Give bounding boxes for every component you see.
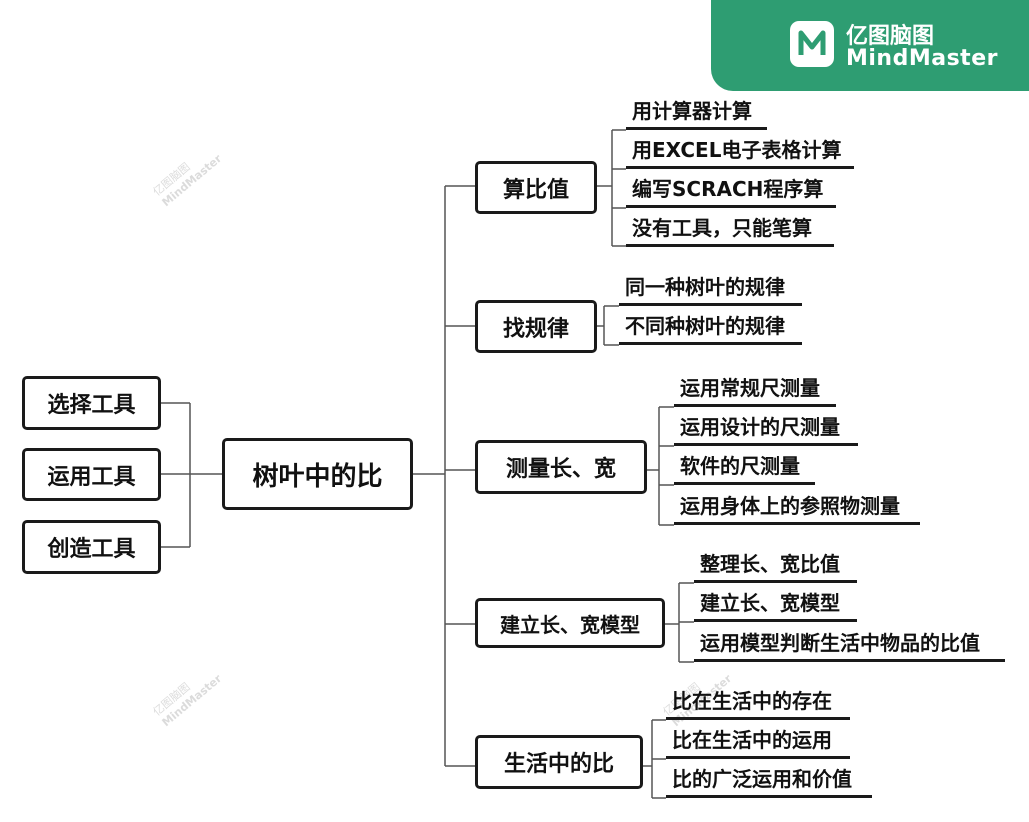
leaf-topic[interactable]: 运用设计的尺测量 — [674, 412, 858, 446]
brand-name-en: MindMaster — [846, 46, 998, 71]
brand-banner: 亿图脑图 MindMaster — [711, 0, 1029, 91]
leaf-topic[interactable]: 比在生活中的运用 — [666, 725, 850, 759]
branch-measure-length-width[interactable]: 测量长、宽 — [475, 440, 647, 494]
leaf-topic[interactable]: 不同种树叶的规律 — [619, 311, 802, 345]
leaf-topic[interactable]: 比的广泛运用和价值 — [666, 764, 872, 798]
leaf-topic[interactable]: 整理长、宽比值 — [694, 549, 857, 583]
left-topic-use-tool[interactable]: 运用工具 — [22, 448, 161, 501]
branch-calculate-ratio[interactable]: 算比值 — [475, 161, 597, 214]
leaf-topic[interactable]: 建立长、宽模型 — [694, 588, 857, 622]
leaf-topic[interactable]: 同一种树叶的规律 — [619, 272, 802, 306]
branch-find-pattern[interactable]: 找规律 — [475, 300, 597, 353]
leaf-topic[interactable]: 软件的尺测量 — [674, 451, 815, 485]
leaf-topic[interactable]: 用EXCEL电子表格计算 — [626, 135, 854, 169]
leaf-topic[interactable]: 没有工具，只能笔算 — [626, 213, 834, 247]
left-topic-create-tool[interactable]: 创造工具 — [22, 520, 161, 574]
leaf-topic[interactable]: 运用身体上的参照物测量 — [674, 491, 920, 525]
leaf-topic[interactable]: 运用模型判断生活中物品的比值 — [694, 628, 1005, 662]
mindmaster-logo-icon — [790, 21, 834, 67]
branch-build-model[interactable]: 建立长、宽模型 — [475, 598, 665, 648]
root-topic[interactable]: 树叶中的比 — [222, 438, 413, 510]
leaf-topic[interactable]: 用计算器计算 — [626, 96, 767, 130]
leaf-topic[interactable]: 比在生活中的存在 — [666, 686, 850, 720]
branch-ratio-in-life[interactable]: 生活中的比 — [475, 735, 643, 789]
left-topic-select-tool[interactable]: 选择工具 — [22, 376, 161, 430]
leaf-topic[interactable]: 运用常规尺测量 — [674, 373, 836, 407]
leaf-topic[interactable]: 编写SCRACH程序算 — [626, 174, 836, 208]
brand-name-cn: 亿图脑图 — [846, 24, 935, 49]
